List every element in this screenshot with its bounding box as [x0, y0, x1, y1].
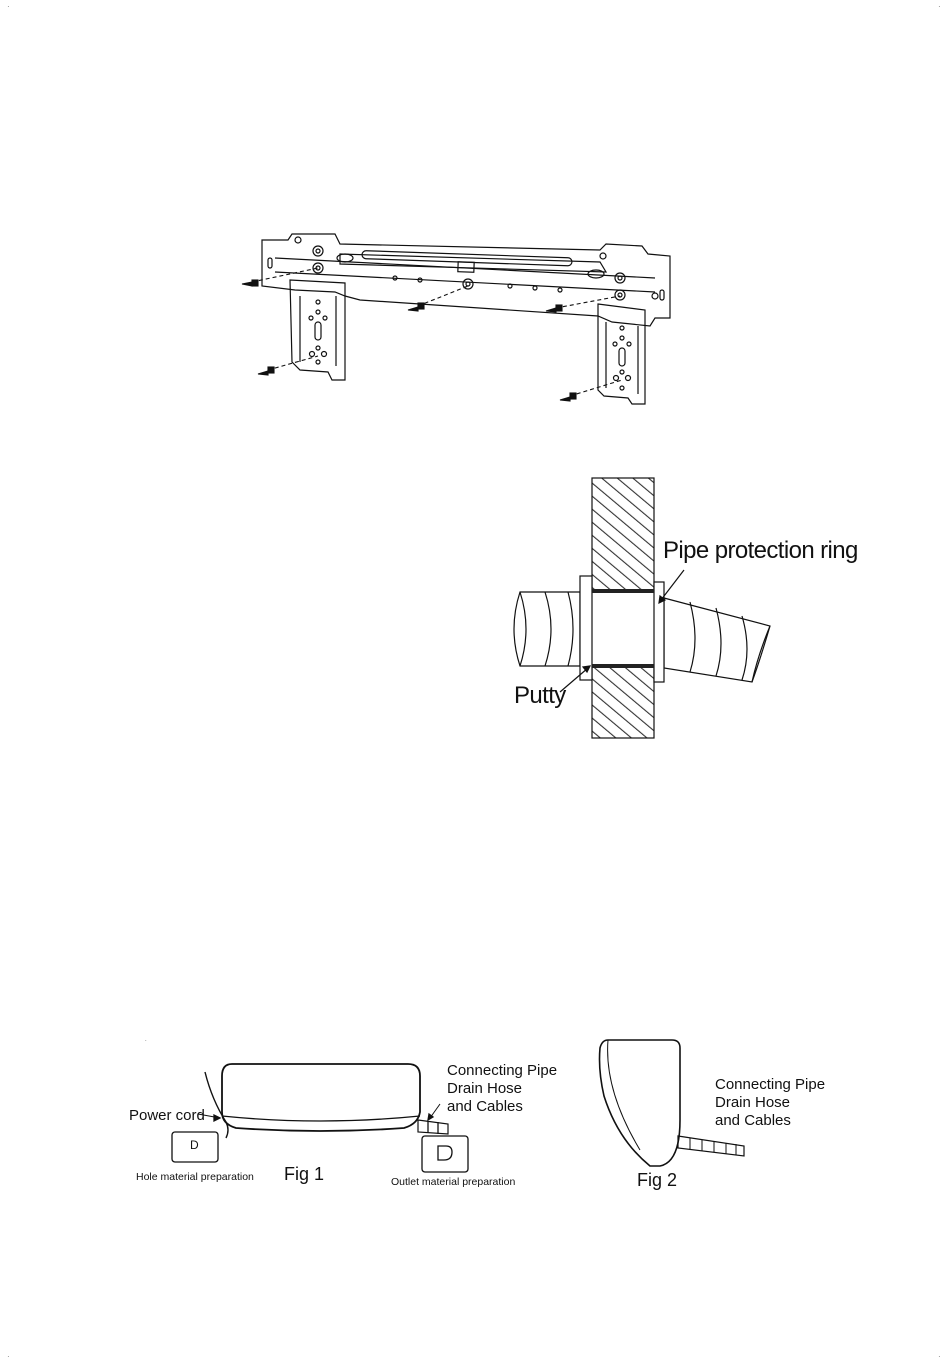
crop-mark: · — [7, 1352, 10, 1361]
fig2-pipe-label: Connecting Pipe Drain Hose and Cables — [715, 1076, 825, 1130]
crop-mark: · — [938, 1352, 941, 1361]
crop-mark: · — [938, 2, 941, 11]
indoor-unit-side-body — [600, 1040, 681, 1166]
connecting-pipe — [678, 1136, 744, 1156]
fig2-caption: Fig 2 — [637, 1171, 677, 1189]
crop-mark: · — [7, 2, 10, 11]
